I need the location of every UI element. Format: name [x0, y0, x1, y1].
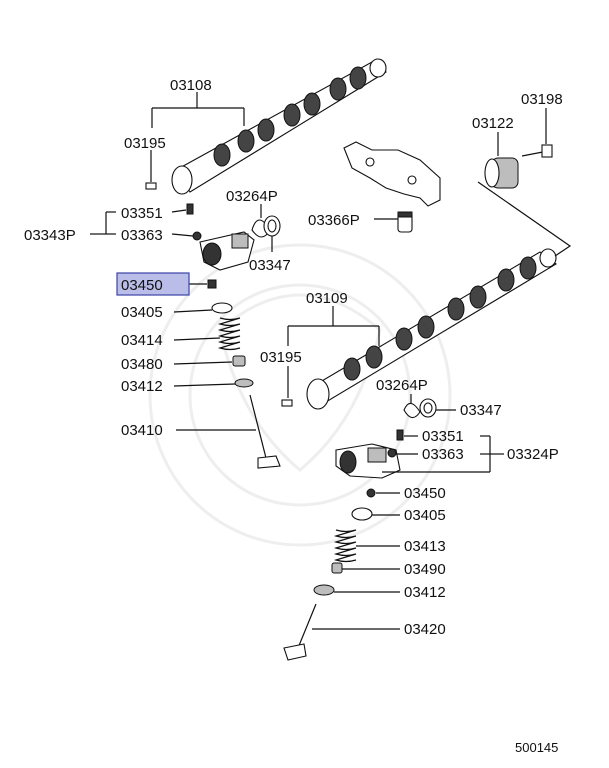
part-03412-seat-top[interactable] [234, 378, 254, 388]
label-03108[interactable]: 03108 [170, 77, 212, 94]
label-03343P[interactable]: 03343P [24, 227, 76, 244]
part-labels: 03108 03195 03351 03343P 03363 03264P 03… [24, 77, 563, 755]
camshaft-upper[interactable] [171, 58, 387, 195]
part-03490-seal[interactable] [331, 562, 343, 574]
bracket-plate[interactable] [343, 141, 441, 207]
label-03410[interactable]: 03410 [121, 422, 163, 439]
part-03420-exhaust-valve[interactable] [283, 603, 317, 661]
part-03198-bolt[interactable] [521, 144, 553, 158]
label-03264P-top[interactable]: 03264P [226, 188, 278, 205]
part-03450-shim-top[interactable] [207, 279, 217, 289]
leader-lines [90, 92, 547, 630]
part-03410-intake-valve[interactable] [249, 394, 281, 469]
part-03405-retainer-bottom[interactable] [351, 507, 373, 521]
camshaft-lower[interactable] [306, 248, 557, 410]
part-03413-spring[interactable] [333, 529, 357, 563]
part-03264P-gasket-bottom[interactable] [403, 402, 421, 419]
part-03351-pin-top[interactable] [186, 203, 194, 215]
label-03414[interactable]: 03414 [121, 332, 163, 349]
label-03347-top[interactable]: 03347 [249, 257, 291, 274]
part-03351-pin-bottom[interactable] [396, 429, 404, 441]
label-03122[interactable]: 03122 [472, 115, 514, 132]
document-number: 500145 [515, 740, 558, 755]
part-03414-spring[interactable] [217, 317, 241, 351]
label-03264P-bottom[interactable]: 03264P [376, 377, 428, 394]
part-03363-ball-bottom[interactable] [387, 448, 397, 458]
label-03420[interactable]: 03420 [404, 621, 446, 638]
label-03450-bottom[interactable]: 03450 [404, 485, 446, 502]
label-03324P[interactable]: 03324P [507, 446, 559, 463]
part-03122-sprocket[interactable] [484, 157, 519, 189]
label-03450-highlighted[interactable]: 03450 [121, 277, 163, 294]
label-03366P[interactable]: 03366P [308, 212, 360, 229]
part-03363-ball-top[interactable] [192, 231, 202, 241]
label-03195-top[interactable]: 03195 [124, 135, 166, 152]
part-03343P-rocker[interactable] [199, 231, 255, 271]
part-03347-seal-top[interactable] [263, 215, 281, 237]
part-03324P-rocker[interactable] [335, 443, 401, 479]
label-03363-bottom[interactable]: 03363 [422, 446, 464, 463]
highlight-box [116, 272, 190, 296]
part-03195-pin-mid[interactable] [281, 399, 293, 407]
part-03195-pin-top[interactable] [145, 182, 157, 190]
part-03480-seal[interactable] [232, 355, 246, 367]
part-03347-seal-bottom[interactable] [419, 398, 437, 418]
label-03490[interactable]: 03490 [404, 561, 446, 578]
part-03412-seat-bottom[interactable] [313, 584, 335, 596]
part-03405-retainer-top[interactable] [211, 302, 233, 314]
part-03450-shim-bottom[interactable] [366, 488, 376, 498]
label-03405-top[interactable]: 03405 [121, 304, 163, 321]
label-03412-bottom[interactable]: 03412 [404, 584, 446, 601]
label-03351-bottom[interactable]: 03351 [422, 428, 464, 445]
label-03347-bottom[interactable]: 03347 [460, 402, 502, 419]
label-03412-top[interactable]: 03412 [121, 378, 163, 395]
label-03351-top[interactable]: 03351 [121, 205, 163, 222]
label-03405-bottom[interactable]: 03405 [404, 507, 446, 524]
part-03366P-plug[interactable] [397, 211, 413, 233]
label-03480[interactable]: 03480 [121, 356, 163, 373]
label-03363-top[interactable]: 03363 [121, 227, 163, 244]
label-03109[interactable]: 03109 [306, 290, 348, 307]
label-03198[interactable]: 03198 [521, 91, 563, 108]
label-03195-mid[interactable]: 03195 [260, 349, 302, 366]
connector-line-03122-to-cam [477, 181, 572, 257]
watermark-emblem [148, 243, 452, 547]
label-03413[interactable]: 03413 [404, 538, 446, 555]
